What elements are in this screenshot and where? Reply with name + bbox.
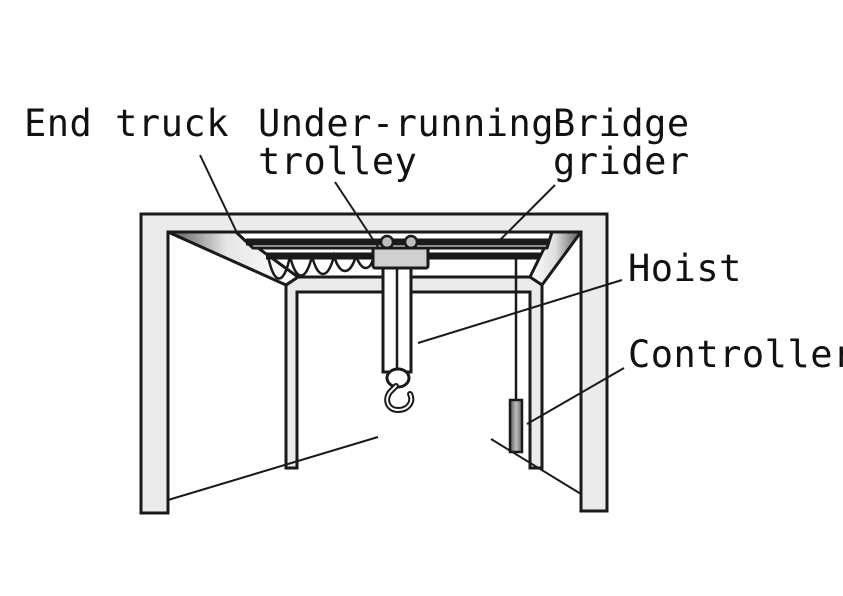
festoon-cable — [266, 251, 376, 280]
label-end-truck: End truck — [24, 102, 229, 145]
under-running-trolley — [371, 234, 430, 270]
back-frame — [284, 275, 544, 470]
controller — [508, 256, 524, 454]
leader-trolley — [334, 181, 379, 248]
leader-end-truck — [199, 154, 239, 236]
label-hoist: Hoist — [628, 247, 742, 290]
label-controller: Controller — [628, 333, 843, 376]
end-truck-right — [528, 230, 583, 287]
labels: End truck Under-running trolley Bridge g… — [24, 102, 843, 376]
leader-bridge — [499, 184, 556, 241]
leader-hoist — [417, 279, 623, 344]
front-frame — [139, 212, 609, 515]
leader-lines — [199, 154, 625, 425]
hoist — [381, 266, 415, 414]
label-trolley-line2: trolley — [258, 140, 417, 183]
label-bridge-line2: grider — [553, 140, 690, 183]
label-trolley-line1: Under-running — [258, 102, 554, 145]
label-bridge-line1: Bridge — [553, 102, 690, 145]
ground-lines — [167, 436, 582, 501]
leader-controller — [526, 367, 625, 425]
end-truck-left — [166, 230, 300, 287]
